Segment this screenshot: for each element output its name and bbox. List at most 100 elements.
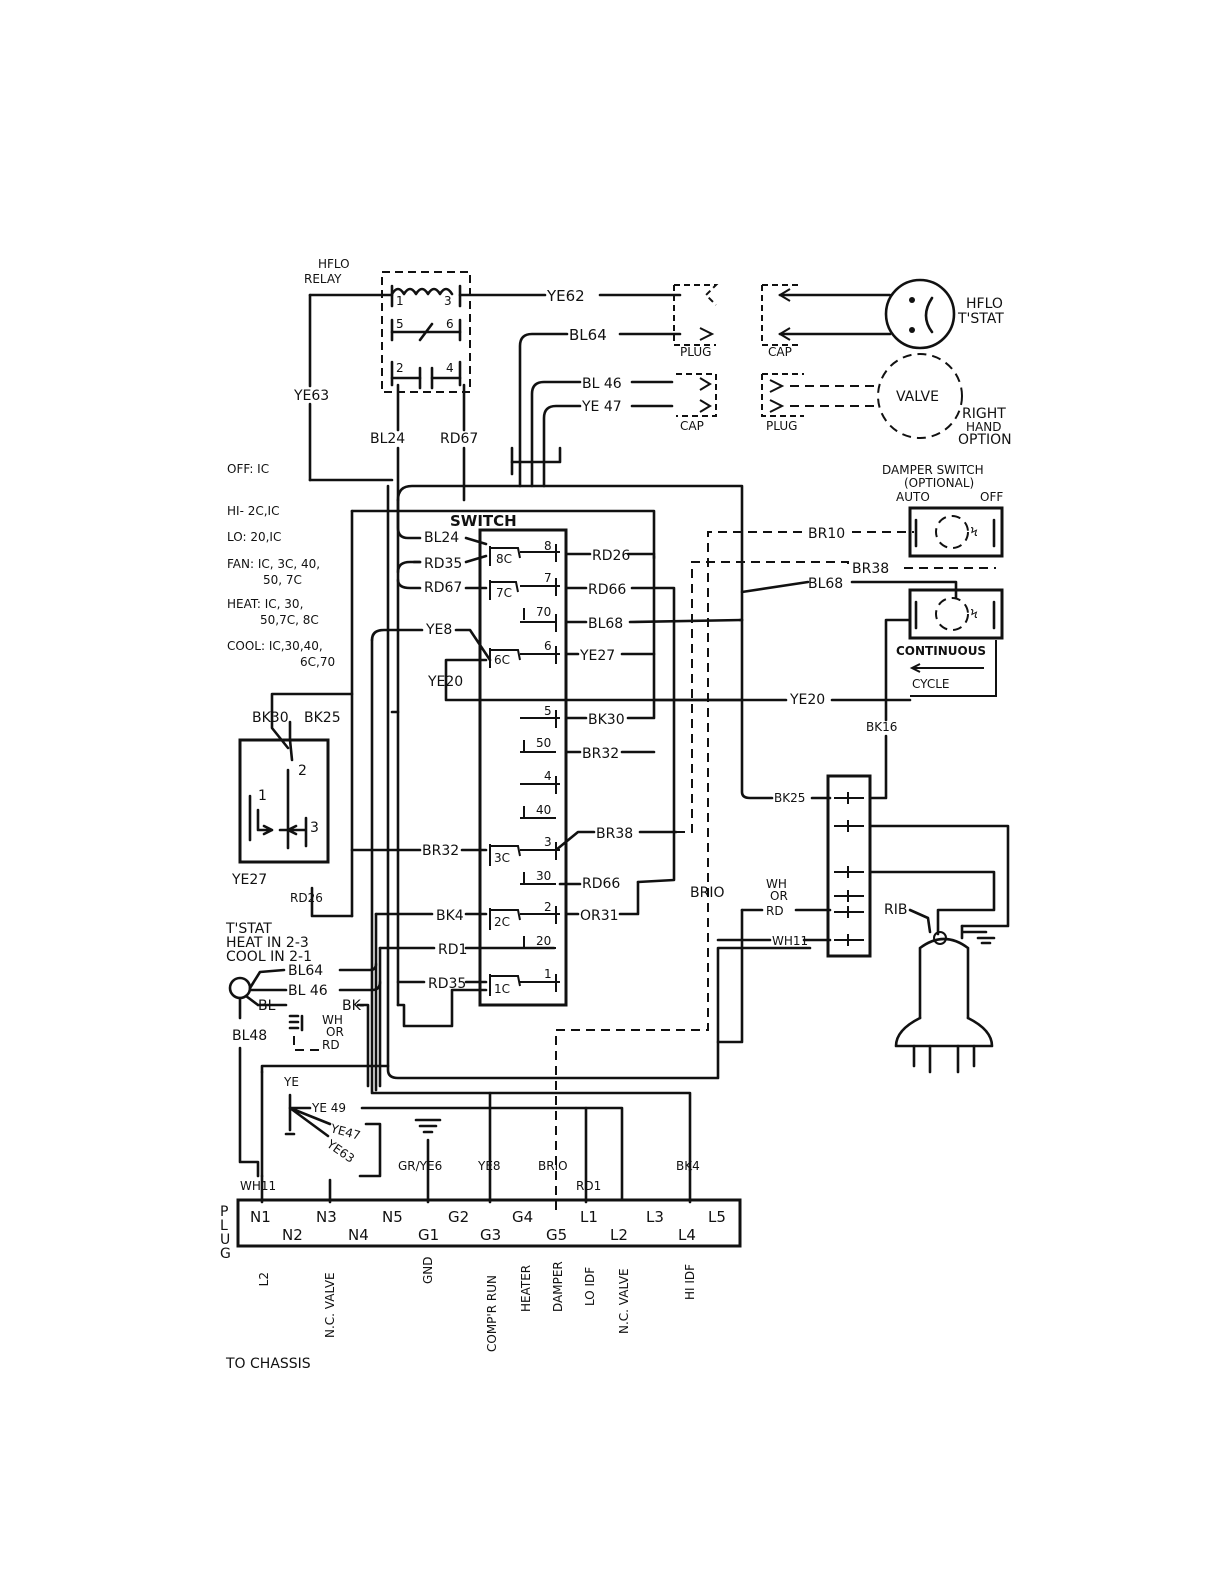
func-hi-idf: HI IDF xyxy=(683,1264,697,1300)
contact-70: 70 xyxy=(536,605,551,619)
switch-right-br32: BR32 xyxy=(582,746,619,762)
tstat-bk: BK- xyxy=(342,998,364,1014)
contact-2c: 2C xyxy=(494,915,510,929)
pin-n3: N3 xyxy=(316,1208,337,1226)
bottom-bk4: BK4 xyxy=(676,1159,700,1173)
tstat-ye: YE xyxy=(283,1075,299,1089)
tstat-bl48: BL48 xyxy=(232,1028,267,1044)
cap-label-1: CAP xyxy=(768,345,792,359)
cap-label-2: CAP xyxy=(680,419,704,433)
func-compr-run: COMP'R RUN xyxy=(485,1275,499,1352)
legend-lo: LO: 20,IC xyxy=(227,530,281,544)
relay-terminal-5: 5 xyxy=(396,317,404,331)
tstat-bl46: BL 46 xyxy=(288,983,328,999)
switch-left-br32: BR32 xyxy=(422,843,459,859)
bottom-br10: BRIO xyxy=(538,1159,568,1173)
tstat-rd: RD xyxy=(322,1038,340,1052)
wire-label-rd: RD xyxy=(766,904,784,918)
contact-1c: 1C xyxy=(494,982,510,996)
contact-3c: 3C xyxy=(494,851,510,865)
wire-label-rd67-top: RD67 xyxy=(440,431,478,447)
pin-n4: N4 xyxy=(348,1226,369,1244)
pin-n1: N1 xyxy=(250,1208,271,1226)
pin-n2: N2 xyxy=(282,1226,303,1244)
plug-label-2: PLUG xyxy=(766,419,797,433)
contact-20: 20 xyxy=(536,934,551,948)
pin-l2: L2 xyxy=(610,1226,628,1244)
func-nc-valve-1: N.C. VALVE xyxy=(323,1272,337,1338)
contact-1: 1 xyxy=(544,967,552,981)
tstat-or: OR xyxy=(326,1025,344,1039)
switch-left-bk4: BK4 xyxy=(436,908,464,924)
tstat-cool: COOL IN 2-1 xyxy=(226,949,312,965)
contact-30: 30 xyxy=(536,869,551,883)
tstat-ye27: YE27 xyxy=(231,872,267,888)
plug-label-1: PLUG xyxy=(680,345,711,359)
func-damper: DAMPER xyxy=(551,1261,565,1312)
damper-switch: DAMPER SWITCH (OPTIONAL) AUTO OFF Ϟ Ϟ CO… xyxy=(882,463,1004,697)
contact-8: 8 xyxy=(544,539,552,553)
legend-heat-2: 50,7C, 8C xyxy=(260,613,319,627)
plug-letter-u: U xyxy=(220,1232,230,1248)
damper-continuous: CONTINUOUS xyxy=(896,644,986,658)
tstat-terminal-3: 3 xyxy=(310,820,319,836)
relay-terminal-1: 1 xyxy=(396,294,404,308)
switch-title: SWITCH xyxy=(450,512,517,530)
hflo-relay: HFLO RELAY 1 3 5 6 2 4 xyxy=(304,257,471,393)
contact-6: 6 xyxy=(544,639,552,653)
contact-7c: 7C xyxy=(496,586,512,600)
tstat-bk30: BK30 xyxy=(252,710,289,726)
wire-label-wh11: WH11 xyxy=(772,934,808,948)
damper-cycle: CYCLE xyxy=(912,677,950,691)
relay-title-1: HFLO xyxy=(318,257,350,271)
right-hand-option-3: OPTION xyxy=(958,432,1012,448)
func-lo-idf: LO IDF xyxy=(583,1267,597,1306)
contact-40: 40 xyxy=(536,803,551,817)
r1b-label: RIB xyxy=(884,902,907,918)
switch-legend: OFF: IC HI- 2C,IC LO: 20,IC FAN: IC, 3C,… xyxy=(227,462,335,669)
wire-label-or: OR xyxy=(770,889,788,903)
plug-letter-l: L xyxy=(220,1218,228,1234)
wire-label-ye62: YE62 xyxy=(546,287,585,305)
switch-left-bl24: BL24 xyxy=(424,530,459,546)
wire-label-bk16: BK16 xyxy=(866,720,897,734)
switch-right-ye27: YE27 xyxy=(579,648,615,664)
pin-g1: G1 xyxy=(418,1226,439,1244)
main-wiring: BK25 WH11 WH OR RD YE20 BL68 BR38 BR10 B… xyxy=(270,484,996,1210)
bottom-plug: WH11 GR/YE6 YE8 BRIO RD1 BK4 P L U G N1 … xyxy=(220,1091,742,1372)
relay-terminal-4: 4 xyxy=(446,361,454,375)
wire-label-bl24-top: BL24 xyxy=(370,431,405,447)
contact-3: 3 xyxy=(544,835,552,849)
hflo-tstat-label-2: T'STAT xyxy=(957,311,1004,327)
connector-block: RIB xyxy=(826,774,1010,1074)
bottom-gr-ye6: GR/YE6 xyxy=(398,1159,442,1173)
legend-fan-1: FAN: IC, 3C, 40, xyxy=(227,557,320,571)
func-heater: HEATER xyxy=(519,1265,533,1312)
wire-label-wh: WH xyxy=(766,877,787,891)
svg-text:Ϟ: Ϟ xyxy=(970,525,978,539)
wire-label-ye20: YE20 xyxy=(789,692,825,708)
pin-g3: G3 xyxy=(480,1226,501,1244)
svg-text:Ϟ: Ϟ xyxy=(970,607,978,621)
damper-optional: (OPTIONAL) xyxy=(904,476,974,490)
wire-label-bl46: BL 46 xyxy=(582,376,622,392)
thermostat: BK30 BK25 2 1 3 YE27 RD26 T'STAT HEAT IN… xyxy=(225,710,624,1204)
tstat-title: T'STAT xyxy=(225,921,272,937)
switch-right-br38: BR38 xyxy=(596,826,633,842)
switch-left-rd35-b: RD35 xyxy=(428,976,466,992)
func-l2: L2 xyxy=(257,1272,271,1286)
contact-6c: 6C xyxy=(494,653,510,667)
damper-auto: AUTO xyxy=(896,490,930,504)
contact-5: 5 xyxy=(544,704,552,718)
switch-right-rd26: RD26 xyxy=(592,548,630,564)
tstat-heat: HEAT IN 2-3 xyxy=(226,935,309,951)
bottom-rd1: RD1 xyxy=(576,1179,601,1193)
switch-right-bk30: BK30 xyxy=(588,712,625,728)
pin-l1: L1 xyxy=(580,1208,598,1226)
func-nc-valve-2: N.C. VALVE xyxy=(617,1268,631,1334)
to-chassis-label: TO CHASSIS xyxy=(225,1356,311,1372)
tstat-bl64: BL64 xyxy=(288,963,323,979)
contact-8c: 8C xyxy=(496,552,512,566)
pin-l4: L4 xyxy=(678,1226,696,1244)
